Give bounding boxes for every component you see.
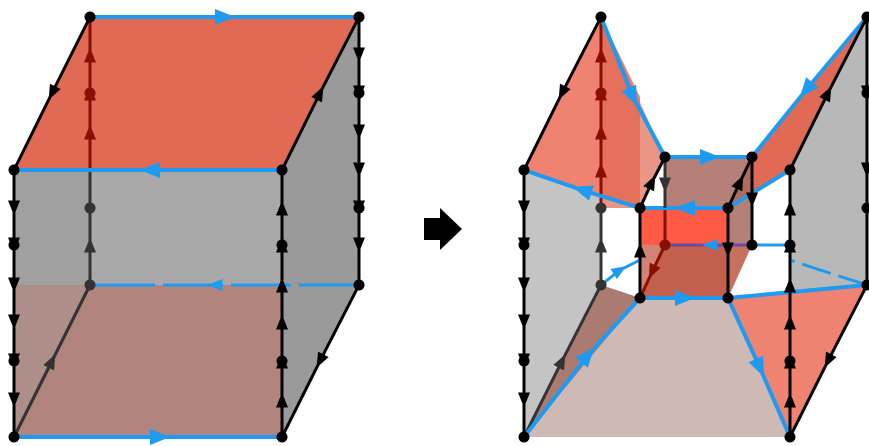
left-top-diagonal [12,16,92,171]
wing-edge-tl [599,16,667,158]
left-cube [8,9,365,445]
right-face [282,17,359,437]
center-inner-red [640,208,728,245]
bottom-gray-face [524,285,790,437]
wing-edge-bl [522,296,642,439]
wing-edge-br [726,297,792,438]
front-bottom-shade [14,285,282,437]
top-right-wing [728,17,867,208]
top-face [14,17,359,170]
right-top-diagonal [280,16,361,171]
right-bottom-diagonal [280,284,361,438]
bottom-right-wing [728,285,867,437]
complex-vertices [518,11,869,443]
left-mid-edge [523,168,641,210]
cube-vertices [8,11,365,443]
wing-edge-tr [750,15,869,159]
right-complex [518,11,869,443]
arrow-right-icon [424,208,462,250]
